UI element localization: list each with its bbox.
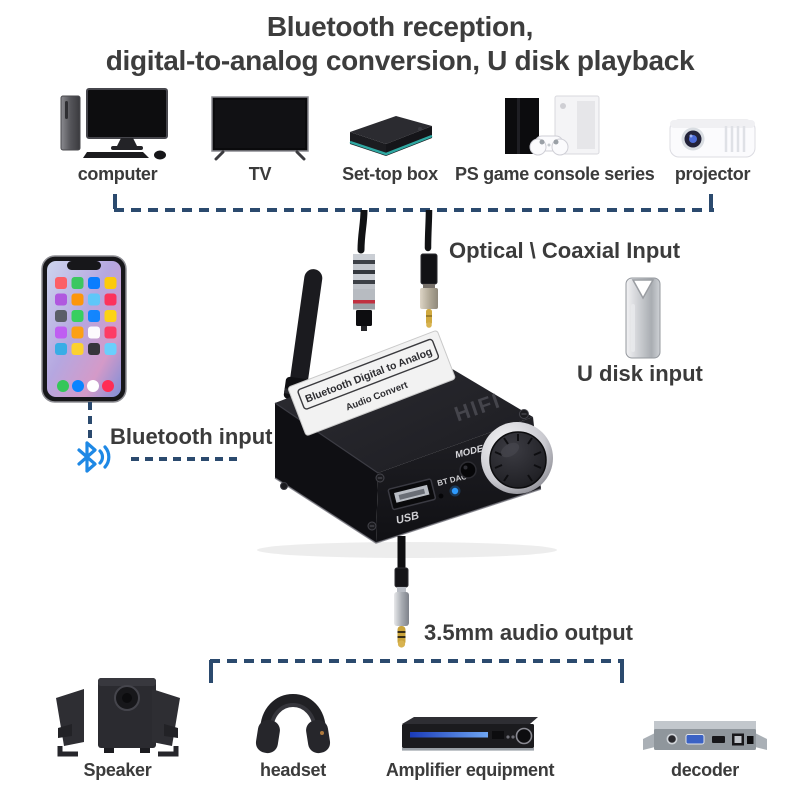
audio-output-label: 3.5mm audio output: [424, 620, 633, 645]
usb-port: [387, 478, 437, 511]
tv-label: TV: [248, 164, 272, 184]
projector-illustration: [645, 86, 780, 162]
decoder-label: decoder: [671, 760, 739, 780]
computer-illustration: [40, 86, 195, 162]
amplifier-figure: Amplifier equipment: [385, 674, 555, 781]
amplifier-illustration: [385, 674, 555, 758]
optical-cable-illustration: [344, 210, 382, 334]
projector-label: projector: [674, 164, 751, 184]
converter-device: Bluetooth Digital to Analog Audio Conver…: [222, 262, 562, 562]
satellite-speaker-right: [151, 689, 180, 757]
tv-figure: TV: [205, 86, 315, 185]
satellite-speaker-left: [55, 689, 84, 757]
amplifier-label: Amplifier equipment: [385, 760, 555, 780]
title-line-2: digital-to-analog conversion, U disk pla…: [105, 45, 695, 76]
settop-label: Set-top box: [342, 164, 438, 184]
headset-label: headset: [260, 760, 326, 780]
aux-jack-illustration: [388, 536, 415, 654]
phone-illustration: [34, 254, 134, 404]
device-top-sticker: Bluetooth Digital to Analog Audio Conver…: [288, 330, 456, 436]
decoder-illustration: [630, 674, 780, 758]
screw-icon: [375, 473, 385, 483]
settop-illustration: [340, 86, 440, 162]
input-bracket-left-tick: [113, 194, 117, 209]
settop-figure: Set-top box: [340, 86, 440, 185]
screw-icon: [280, 482, 288, 490]
output-bracket-line: [210, 659, 624, 663]
tv-illustration: [205, 86, 315, 162]
input-bracket-right-tick: [709, 194, 713, 209]
output-bracket-right-tick: [620, 660, 624, 683]
volume-knob: [481, 422, 553, 494]
usb-label: USB: [395, 510, 420, 527]
computer-figure: computer: [40, 86, 195, 185]
bluetooth-label: Bluetooth input: [110, 424, 273, 449]
bluetooth-link-horizontal-dash: [131, 457, 243, 461]
page-title: Bluetooth reception, digital-to-analog c…: [0, 10, 800, 78]
gamepad-icon: [529, 135, 568, 156]
consoles-illustration: [455, 86, 650, 162]
consoles-label: PS game console series: [455, 164, 655, 184]
screw-icon: [519, 409, 529, 419]
speaker-illustration: [35, 674, 200, 758]
bt-pinhole: [438, 493, 444, 499]
device-left-face: [275, 403, 378, 543]
decoder-figure: decoder: [630, 674, 780, 781]
headset-figure: headset: [243, 674, 343, 781]
dac-led: [451, 487, 459, 495]
bluetooth-icon: [72, 440, 116, 474]
udisk-label: U disk input: [577, 361, 703, 386]
consoles-figure: PS game console series: [455, 86, 655, 185]
title-line-1: Bluetooth reception,: [266, 11, 534, 42]
speaker-figure: Speaker: [35, 674, 200, 781]
coaxial-cable-illustration: [414, 210, 444, 334]
phone-app-grid: [55, 277, 117, 392]
computer-label: computer: [77, 164, 158, 184]
headset-illustration: [243, 674, 343, 758]
optical-coaxial-label: Optical \ Coaxial Input: [449, 238, 681, 263]
output-bracket-left-tick: [209, 660, 213, 683]
screw-icon: [367, 521, 377, 531]
mode-button: [459, 461, 477, 479]
bluetooth-link-vertical-dash: [88, 402, 92, 442]
udisk-illustration: [612, 268, 672, 363]
projector-figure: projector: [645, 86, 780, 185]
input-bracket-line: [114, 208, 714, 212]
speaker-label: Speaker: [83, 760, 152, 780]
